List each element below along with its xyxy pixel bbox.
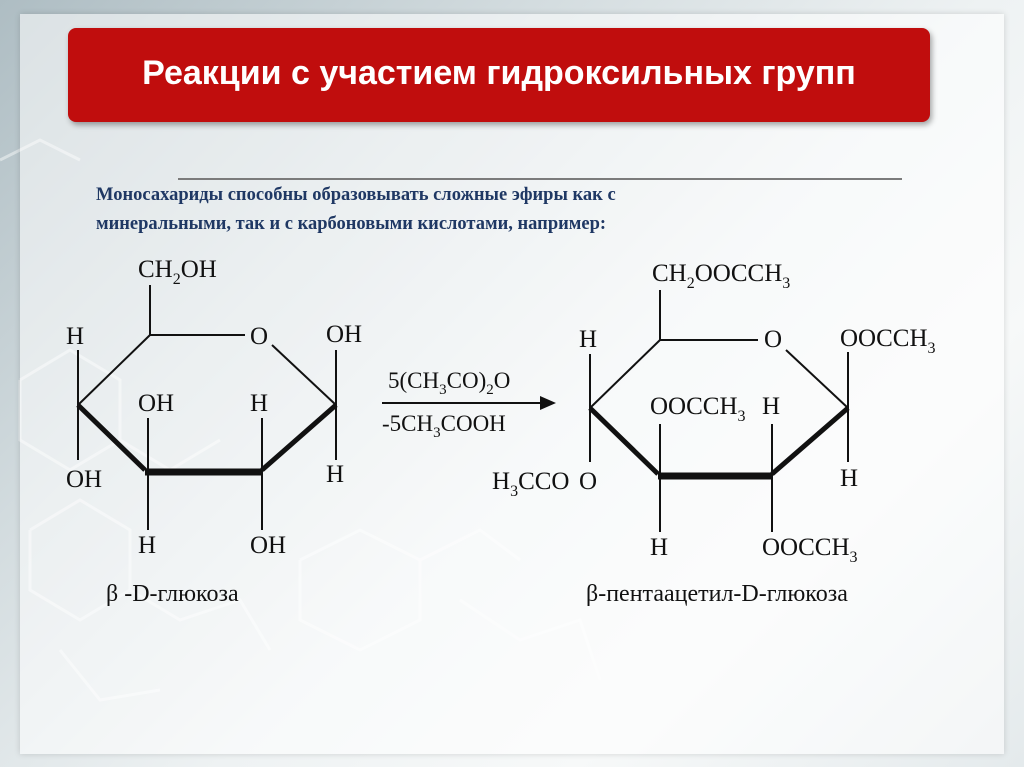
intro-line-1: Моносахариды способны образовывать сложн…: [96, 185, 616, 205]
product-c1-h: H: [840, 465, 858, 492]
divider-line: [178, 178, 902, 180]
product-c3-h: H: [650, 534, 668, 561]
product-name: β-пентаацетил-D-глюкоза: [586, 581, 848, 607]
intro-line-2: минеральными, так и с карбоновыми кислот…: [96, 214, 607, 234]
reagent-above: 5(CH3CO)2O: [388, 368, 510, 398]
intro-text: Моносахариды способны образовывать сложн…: [96, 181, 856, 239]
glucose-labels: CH2OH H O OH OH H OH H H OH β -D-глюкоза: [66, 256, 362, 607]
glucose-c4-h: H: [66, 323, 84, 350]
product-c2-oocch3: OOCCH3: [762, 534, 858, 566]
glucose-c1-oh: OH: [326, 321, 362, 348]
glucose-c1-h: H: [326, 461, 344, 488]
reagent-below: -5CH3COOH: [382, 411, 506, 441]
pentaacetylglucose-structure: [588, 290, 850, 532]
product-c2-h: H: [762, 393, 780, 420]
glucose-c2-oh: OH: [250, 532, 286, 559]
product-c4-h: H: [579, 326, 597, 353]
product-c3-oocch3: OOCCH3: [650, 393, 746, 425]
reaction-arrow: [382, 396, 556, 410]
glucose-c2-h: H: [250, 390, 268, 417]
product-ring-o: O: [764, 326, 782, 353]
product-c4-acetyl: H3CCO: [492, 468, 569, 500]
glucose-structure: [76, 285, 338, 530]
pentaacetylglucose-labels: CH2OOCCH3 H O OOCCH3 OOCCH3 H H3CCO O H …: [492, 260, 936, 607]
glucose-c3-h: H: [138, 532, 156, 559]
glucose-name: β -D-глюкоза: [106, 581, 239, 607]
glucose-ch2oh: CH2OH: [138, 256, 217, 288]
glucose-c4-oh: OH: [66, 466, 102, 493]
glucose-c3-oh: OH: [138, 390, 174, 417]
title-banner: Реакции с участием гидроксильных групп: [68, 28, 930, 122]
product-c1-oocch3: OOCCH3: [840, 325, 936, 357]
glucose-ring-o: O: [250, 323, 268, 350]
content-panel: [20, 14, 1004, 754]
product-ch2oocch3: CH2OOCCH3: [652, 260, 790, 292]
product-c4-o: O: [579, 468, 597, 495]
slide-title: Реакции с участием гидроксильных групп: [142, 53, 856, 92]
reagent-labels: 5(CH3CO)2O -5CH3COOH: [382, 368, 510, 441]
